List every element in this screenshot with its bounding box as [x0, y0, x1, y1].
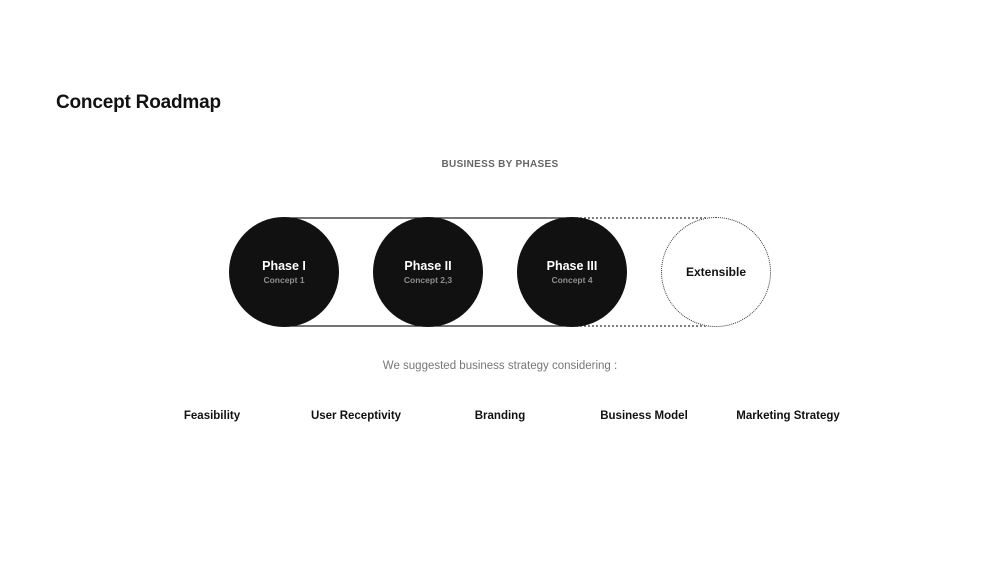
phase-2-name: Phase II — [404, 258, 452, 273]
phase-3-name: Phase III — [546, 258, 598, 273]
phase-1-circle: Phase I Concept 1 — [229, 217, 339, 327]
phase-3-circle: Phase III Concept 4 — [517, 217, 627, 327]
phase-2-circle: Phase II Concept 2,3 — [373, 217, 483, 327]
phase-1-name: Phase I — [262, 258, 306, 273]
extensible-label: Extensible — [685, 264, 747, 279]
phase-1-concept: Concept 1 — [263, 274, 305, 285]
strategy-item-feasibility: Feasibility — [183, 410, 241, 422]
diagram-heading: BUSINESS BY PHASES — [441, 159, 559, 170]
phase-3-concept: Concept 4 — [551, 274, 593, 285]
strategy-item-business-model: Business Model — [600, 410, 688, 422]
strategy-item-marketing-strategy: Marketing Strategy — [736, 410, 840, 422]
strategy-item-branding: Branding — [474, 410, 526, 422]
extensible-circle: Extensible — [661, 217, 771, 327]
page-title: Concept Roadmap — [56, 92, 221, 113]
phase-2-concept: Concept 2,3 — [403, 274, 453, 285]
strategy-intro: We suggested business strategy consideri… — [382, 360, 618, 372]
strategy-item-user-receptivity: User Receptivity — [310, 410, 402, 422]
